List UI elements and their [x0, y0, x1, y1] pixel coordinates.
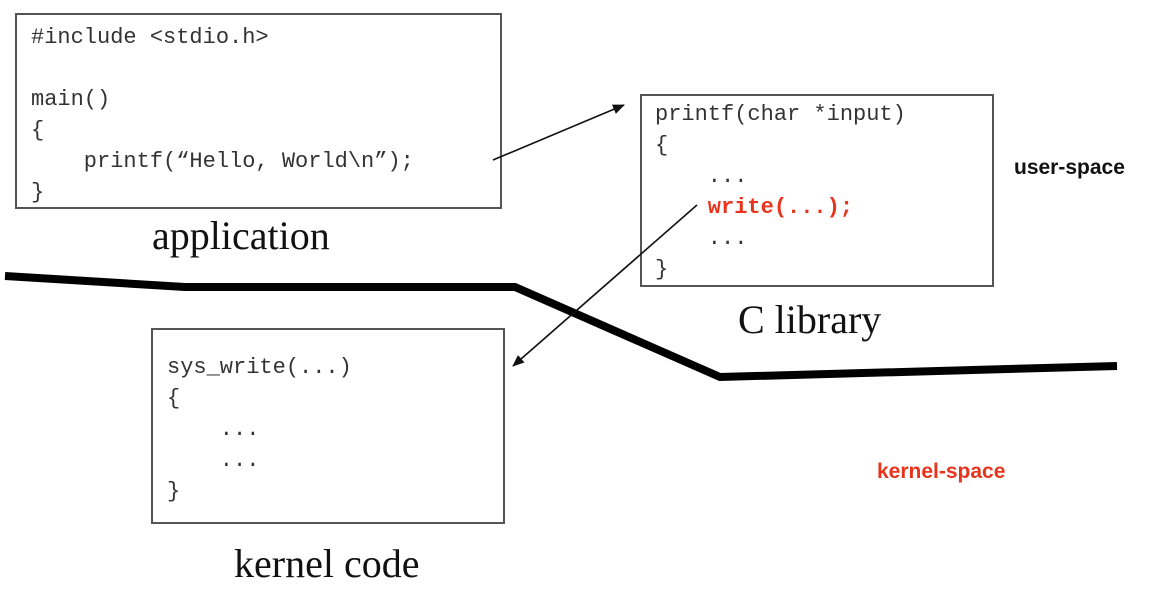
code-line: ...: [655, 226, 748, 251]
code-line: ...: [655, 164, 748, 189]
kernel-code-caption: kernel code: [234, 541, 420, 586]
kernel-space-label: kernel-space: [877, 460, 1006, 483]
code-line: main(): [31, 87, 111, 112]
c-library-code: printf(char *input) { ... write(...); ..…: [655, 99, 906, 285]
code-line: sys_write(...): [167, 355, 352, 380]
application-code: #include <stdio.h> main() { printf(“Hell…: [31, 22, 414, 208]
code-line: printf(“Hello, World\n”);: [31, 149, 414, 174]
code-line: }: [655, 257, 669, 282]
code-line: {: [167, 386, 181, 411]
code-line: printf(char *input): [655, 102, 906, 127]
write-syscall-arrow: [512, 204, 698, 367]
kernel-code-box: sys_write(...) { ... ... }: [151, 328, 505, 524]
code-line: ...: [167, 417, 260, 442]
user-kernel-boundary-line: [4, 272, 1118, 382]
printf-call-arrow: [492, 104, 625, 161]
application-caption: application: [152, 213, 330, 258]
code-line: ...: [167, 448, 260, 473]
write-call-highlight: write(...);: [655, 195, 854, 220]
c-library-caption: C library: [738, 297, 882, 342]
code-line: #include <stdio.h>: [31, 25, 269, 50]
c-library-box: printf(char *input) { ... write(...); ..…: [640, 94, 994, 287]
code-line: {: [655, 133, 669, 158]
application-box: #include <stdio.h> main() { printf(“Hell…: [15, 13, 502, 209]
kernel-code: sys_write(...) { ... ... }: [167, 352, 352, 507]
code-line: }: [167, 479, 181, 504]
code-line: }: [31, 180, 45, 205]
code-line: {: [31, 118, 45, 143]
user-space-label: user-space: [1014, 156, 1125, 179]
